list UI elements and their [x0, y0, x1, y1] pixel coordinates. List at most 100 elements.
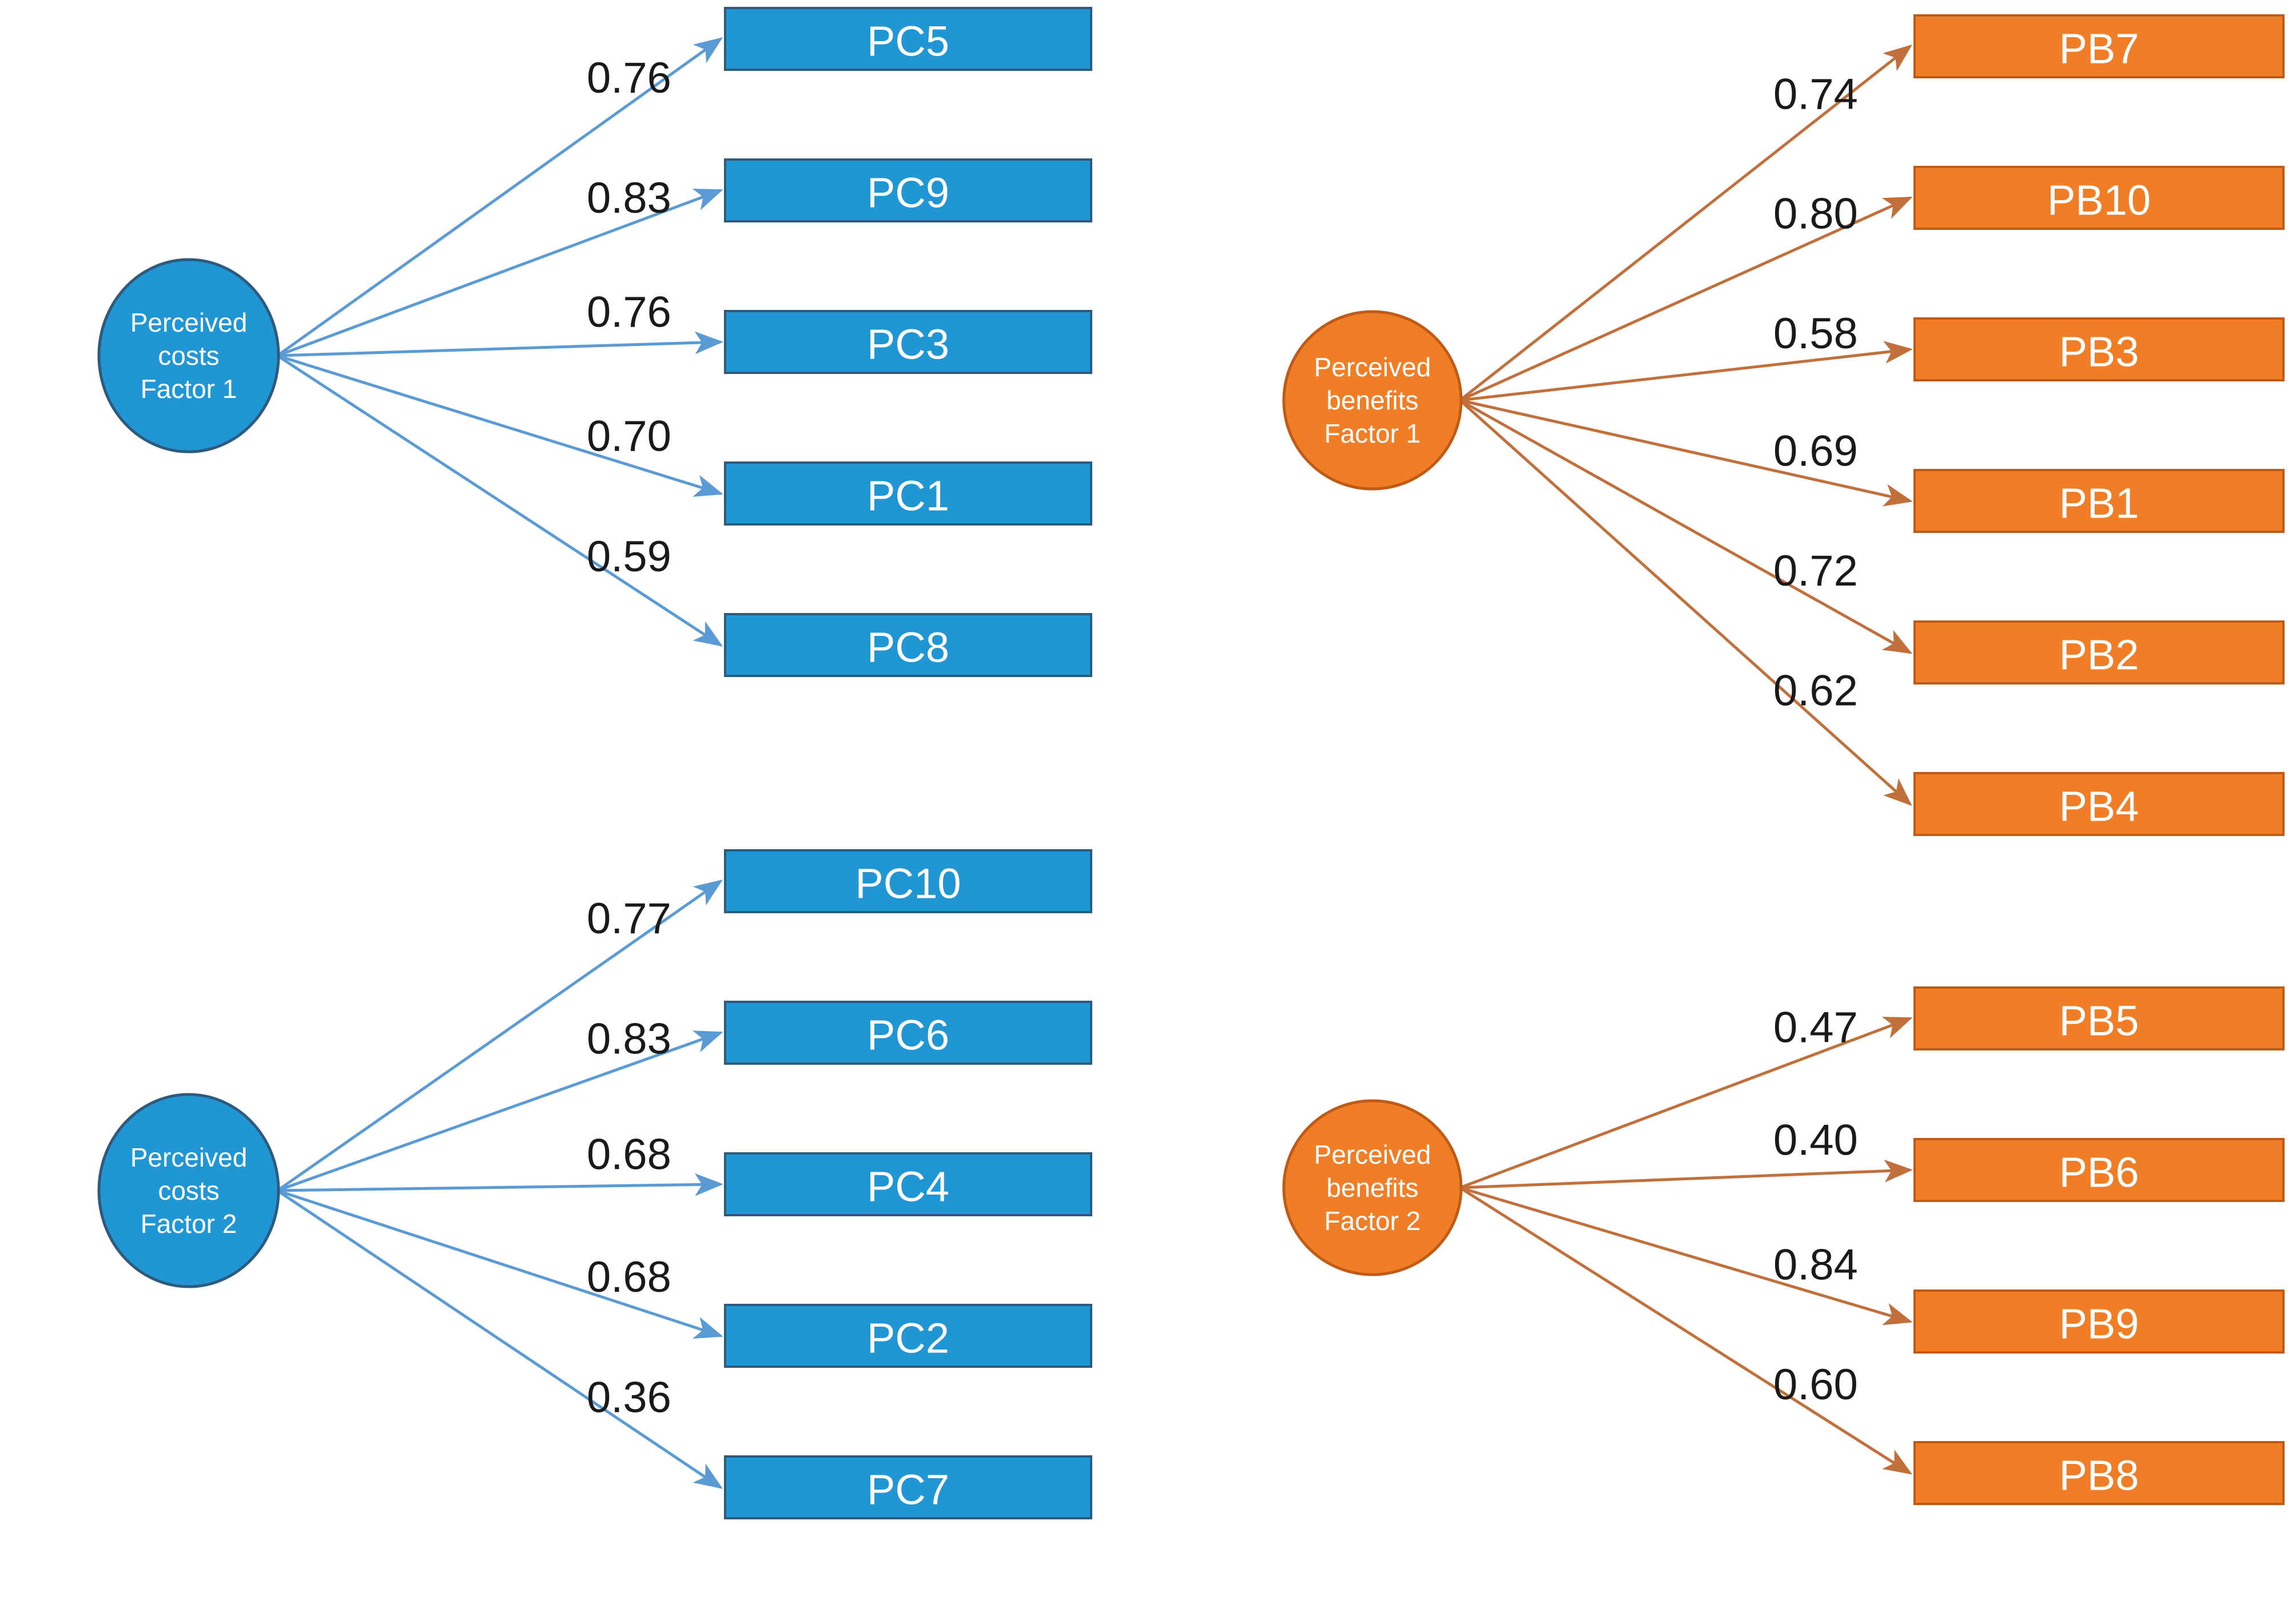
factor-label-line: Perceived — [130, 308, 248, 337]
indicator-label-PC2: PC2 — [867, 1315, 949, 1362]
indicator-label-PB10: PB10 — [2047, 177, 2151, 224]
loading-path-PC1 — [277, 354, 723, 497]
loading-label-layer: 0.76 0.83 0.76 0.70 0.59 0.74 0.80 0.58 0.69 0.72… — [587, 54, 1858, 1422]
loading-path-PC9 — [277, 188, 723, 357]
indicator-box-PB1[interactable] — [1913, 469, 2285, 533]
indicator-label-PB1: PB1 — [2059, 480, 2139, 527]
indicator-box-PB6[interactable] — [1913, 1138, 2285, 1202]
loading-value-PC1: 0.70 — [587, 412, 671, 461]
loading-path-PC3 — [277, 331, 723, 357]
indicator-box-PC10[interactable] — [724, 849, 1092, 913]
factor-label-line: Factor 1 — [1324, 419, 1421, 448]
loading-value-PB5: 0.47 — [1773, 1004, 1858, 1052]
factor-label-line: costs — [158, 1176, 219, 1205]
loading-value-PC3: 0.76 — [587, 288, 671, 337]
factor-node-perceived-costs-factor-2[interactable] — [97, 1093, 280, 1288]
loading-value-PC8: 0.59 — [587, 532, 671, 581]
loading-value-PB3: 0.58 — [1773, 309, 1858, 358]
loading-value-PB6: 0.40 — [1773, 1116, 1858, 1165]
loading-value-PC10: 0.77 — [587, 894, 671, 943]
indicator-label-PB4: PB4 — [2059, 783, 2139, 830]
loading-value-PC2: 0.68 — [587, 1253, 671, 1302]
indicator-label-PC4: PC4 — [867, 1163, 949, 1211]
loading-path-PC2 — [277, 1189, 723, 1339]
indicator-box-PB10[interactable] — [1913, 166, 2285, 230]
indicator-label-PC3: PC3 — [867, 321, 949, 368]
indicator-box-PB7[interactable] — [1913, 14, 2285, 78]
loading-path-PC6 — [277, 1030, 723, 1192]
indicator-label-PB7: PB7 — [2059, 25, 2139, 73]
indicator-box-PC7[interactable] — [724, 1455, 1092, 1519]
indicator-label-PB9: PB9 — [2059, 1300, 2139, 1348]
indicator-box-PC8[interactable] — [724, 613, 1092, 677]
factor-node-perceived-benefits-factor-2[interactable] — [1282, 1099, 1463, 1276]
factor-label-line: Factor 2 — [1324, 1206, 1421, 1236]
loading-path-PB3 — [1459, 341, 1913, 402]
factor-node-perceived-benefits-factor-1[interactable] — [1282, 310, 1463, 491]
indicator-box-PC5[interactable] — [724, 7, 1092, 71]
loading-path-PB6 — [1459, 1159, 1913, 1189]
indicator-box-PC9[interactable] — [724, 158, 1092, 222]
loading-path-PB1 — [1459, 399, 1913, 507]
loading-value-PC6: 0.83 — [587, 1014, 671, 1063]
loading-value-PB9: 0.84 — [1773, 1240, 1858, 1289]
indicator-box-PB8[interactable] — [1913, 1441, 2285, 1505]
indicator-box-PB4[interactable] — [1913, 772, 2285, 836]
loading-path-PB10 — [1459, 196, 1913, 402]
factor-label-line: Perceived — [130, 1143, 248, 1172]
factor-label-line: Perceived — [1314, 352, 1431, 382]
loading-path-PC8 — [276, 354, 723, 647]
indicator-label-PC10: PC10 — [855, 860, 961, 908]
loading-value-PB8: 0.60 — [1773, 1360, 1858, 1409]
indicator-label-PC1: PC1 — [867, 472, 949, 520]
loading-path-PB2 — [1459, 399, 1913, 654]
indicator-label-PB6: PB6 — [2059, 1149, 2139, 1196]
indicator-label-PC6: PC6 — [867, 1012, 949, 1059]
indicator-label-PB2: PB2 — [2059, 631, 2139, 679]
loading-value-PC5: 0.76 — [587, 54, 671, 102]
indicator-box-PB2[interactable] — [1913, 620, 2285, 684]
loading-path-PB8 — [1459, 1186, 1913, 1475]
loading-value-PB7: 0.74 — [1773, 70, 1858, 118]
factor-node-perceived-costs-factor-1[interactable] — [97, 258, 280, 453]
indicator-box-PB5[interactable] — [1913, 986, 2285, 1050]
loading-path-PB4 — [1459, 399, 1912, 806]
loading-path-PC7 — [276, 1189, 723, 1489]
indicator-box-PC1[interactable] — [724, 461, 1092, 526]
indicator-box-PC2[interactable] — [724, 1304, 1092, 1368]
factor-label-line: benefits — [1326, 1173, 1418, 1203]
indicator-box-PB9[interactable] — [1913, 1289, 2285, 1354]
loading-value-PC4: 0.68 — [587, 1131, 671, 1179]
loading-value-PB10: 0.80 — [1773, 190, 1858, 238]
indicator-label-PC8: PC8 — [867, 624, 949, 671]
loading-path-PC5 — [276, 37, 723, 357]
loading-path-PB5 — [1459, 1017, 1913, 1189]
loading-path-PB9 — [1459, 1186, 1913, 1326]
loading-value-PB4: 0.62 — [1773, 666, 1858, 715]
factor-label-line: costs — [158, 341, 219, 371]
loading-value-PC7: 0.36 — [587, 1373, 671, 1422]
factor-label-line: benefits — [1326, 385, 1418, 415]
indicator-box-PC3[interactable] — [724, 310, 1092, 374]
indicator-box-PB3[interactable] — [1913, 317, 2285, 381]
indicator-box-PC4[interactable] — [724, 1152, 1092, 1216]
indicator-label-PB8: PB8 — [2059, 1452, 2139, 1499]
factor-label-line: Factor 2 — [141, 1209, 237, 1239]
loading-path-PB7 — [1459, 44, 1912, 401]
loading-path-PC10 — [276, 879, 723, 1192]
indicator-label-PC9: PC9 — [867, 169, 949, 217]
loading-value-PB1: 0.69 — [1773, 427, 1858, 476]
factor-label-line: Perceived — [1314, 1140, 1431, 1169]
edge-layer — [276, 37, 1913, 1489]
indicator-label-PB3: PB3 — [2059, 328, 2139, 376]
indicator-box-PC6[interactable] — [724, 1001, 1092, 1065]
loading-path-PC4 — [277, 1173, 723, 1196]
indicator-label-PC7: PC7 — [867, 1466, 949, 1514]
indicator-label-PC5: PC5 — [867, 18, 949, 65]
indicator-label-PB5: PB5 — [2059, 997, 2139, 1045]
factor-label-line: Factor 1 — [141, 374, 237, 404]
loading-value-PB2: 0.72 — [1773, 547, 1858, 595]
